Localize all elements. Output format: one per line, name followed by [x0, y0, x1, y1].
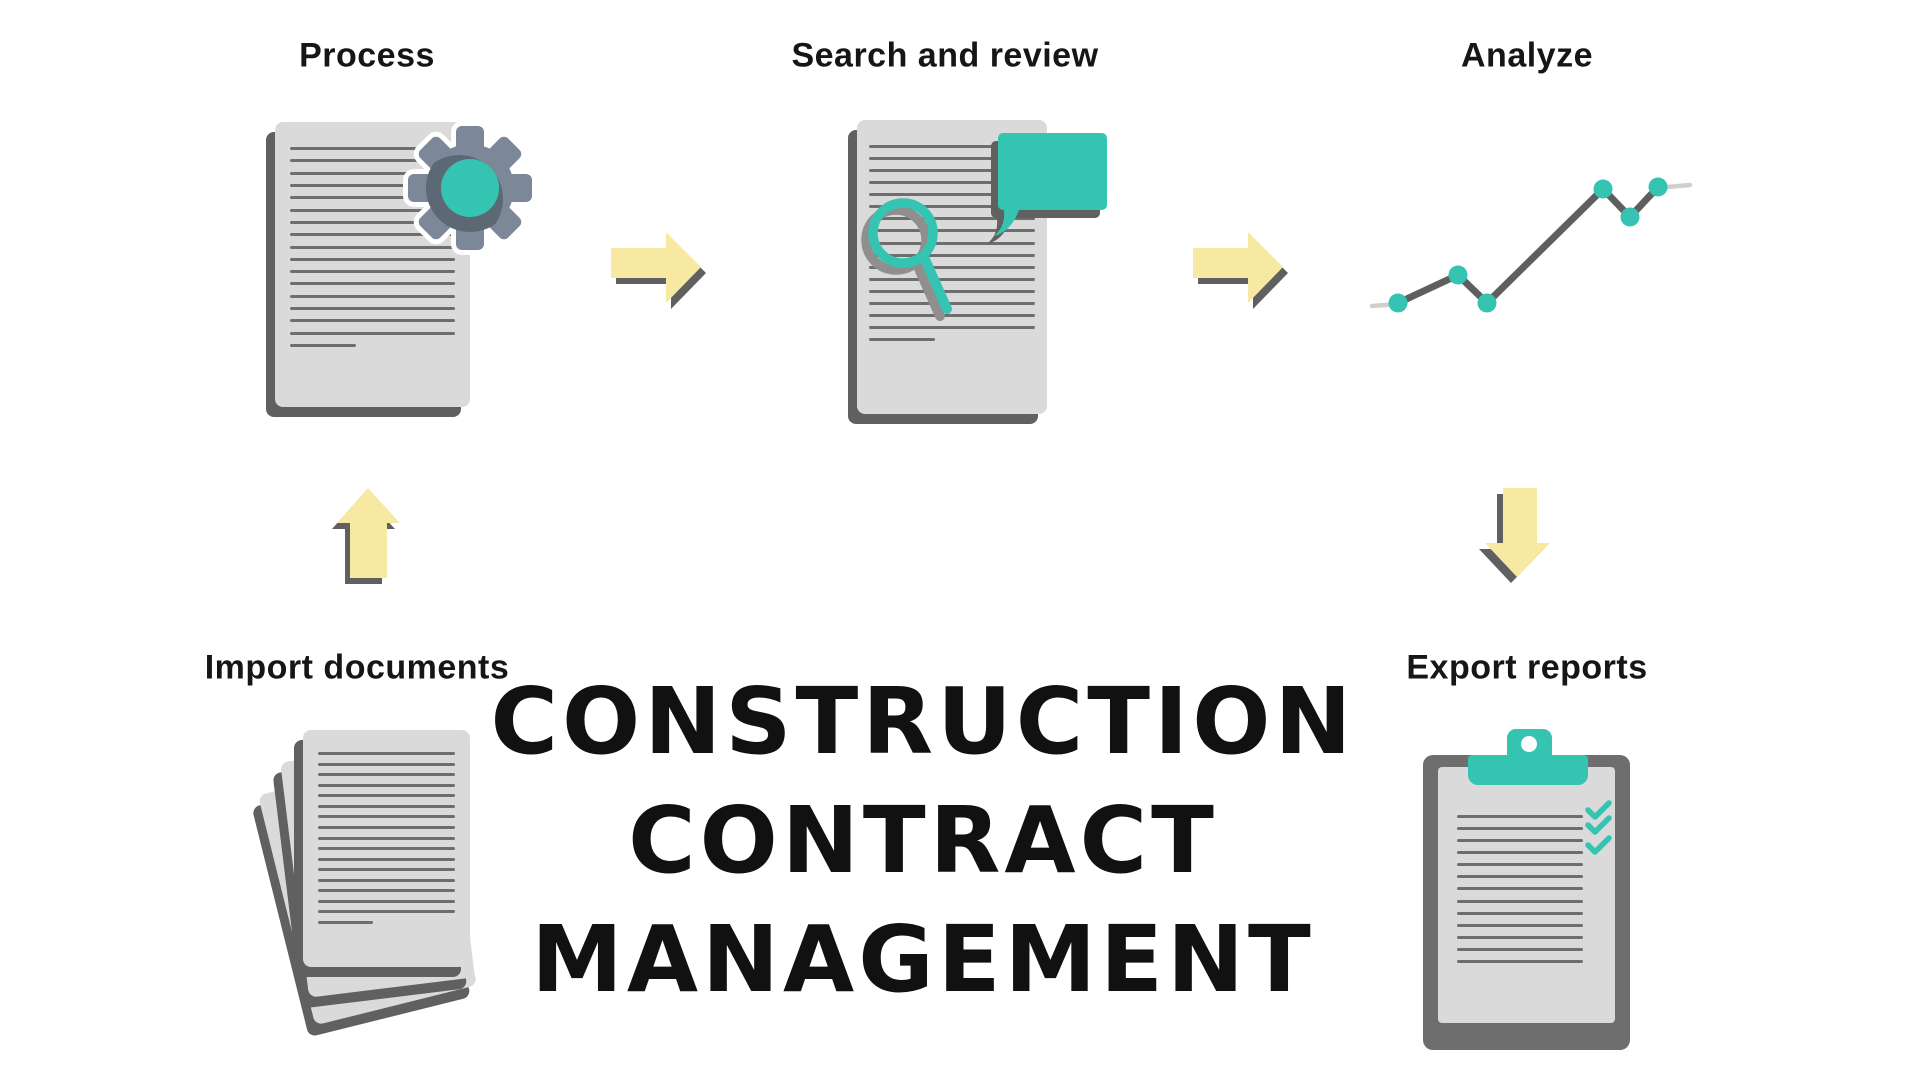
- arrow-down-icon: [1479, 488, 1550, 583]
- main-title-line2: CONTRACT: [628, 787, 1218, 894]
- checkmark-icon: [1585, 800, 1612, 820]
- chart-point: [1388, 293, 1408, 313]
- import-documents-label: Import documents: [204, 648, 510, 687]
- main-title-line1: CONSTRUCTION: [490, 668, 1356, 775]
- chart-point: [1593, 179, 1613, 199]
- export-reports-label: Export reports: [1406, 648, 1648, 687]
- speech-bubble-icon: [987, 133, 1107, 244]
- arrow-up-icon: [332, 488, 400, 584]
- clipboard-icon: [1423, 729, 1630, 1050]
- clipboard-page: [1438, 767, 1615, 1023]
- chart-line: [1394, 183, 1662, 307]
- checkmark-icon: [1585, 835, 1612, 855]
- chart-point: [1477, 293, 1497, 313]
- checkmark-icon: [1585, 815, 1612, 835]
- chart-point: [1648, 177, 1668, 197]
- stack-page-front: [303, 730, 470, 967]
- gear-icon: [403, 121, 537, 255]
- analyze-label: Analyze: [1461, 36, 1593, 75]
- document-text-lines: [869, 145, 1035, 341]
- main-title-line3: MANAGEMENT: [531, 906, 1315, 1013]
- clipboard-clip: [1468, 755, 1588, 785]
- chart-point: [1620, 207, 1640, 227]
- document-text-lines: [318, 752, 455, 924]
- document-text-lines: [290, 147, 455, 347]
- chart-point: [1448, 265, 1468, 285]
- process-label: Process: [299, 36, 435, 75]
- magnifier-icon: [861, 198, 952, 321]
- line-chart-icon: [1369, 177, 1693, 313]
- search-review-label: Search and review: [791, 36, 1099, 75]
- gear-center-dot: [441, 159, 499, 217]
- document-text-lines: [1457, 815, 1583, 963]
- main-title: CONSTRUCTION CONTRACT MANAGEMENT: [491, 662, 1356, 1019]
- document-stack-icon: [247, 720, 497, 1065]
- checkmarks: [1585, 800, 1612, 855]
- arrow-right-icon: [1193, 232, 1288, 309]
- arrow-right-icon: [611, 232, 706, 309]
- clipboard-clip-hole: [1521, 736, 1537, 752]
